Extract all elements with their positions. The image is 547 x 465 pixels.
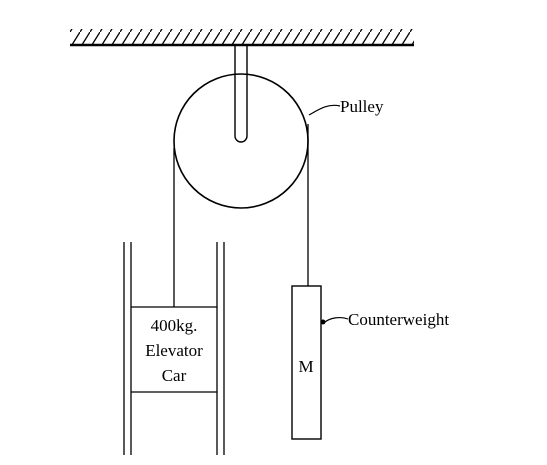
ceiling-hatching bbox=[70, 29, 414, 44]
counterweight-mass-label: M bbox=[298, 357, 313, 376]
elevator-shaft bbox=[123, 242, 225, 455]
pulley-support-bracket bbox=[234, 45, 248, 143]
counterweight-block bbox=[291, 285, 322, 440]
counterweight: M bbox=[291, 285, 322, 440]
counterweight-leader-line bbox=[324, 316, 349, 323]
pulley-wheel bbox=[173, 73, 309, 209]
pulley-callout: Pulley bbox=[308, 97, 384, 116]
counterweight-callout: Counterweight bbox=[320, 310, 449, 329]
counterweight-attach-dot bbox=[320, 319, 326, 325]
elevator-car: 400kg. Elevator Car bbox=[131, 306, 217, 393]
pulley-leader-line bbox=[308, 104, 341, 116]
car-name-line2: Car bbox=[162, 366, 187, 385]
car-name-line1: Elevator bbox=[145, 341, 203, 360]
ceiling bbox=[70, 29, 414, 47]
rope bbox=[173, 124, 309, 307]
car-mass-label: 400kg. bbox=[151, 316, 198, 335]
counterweight-label: Counterweight bbox=[348, 310, 449, 329]
pulley-label: Pulley bbox=[340, 97, 384, 116]
